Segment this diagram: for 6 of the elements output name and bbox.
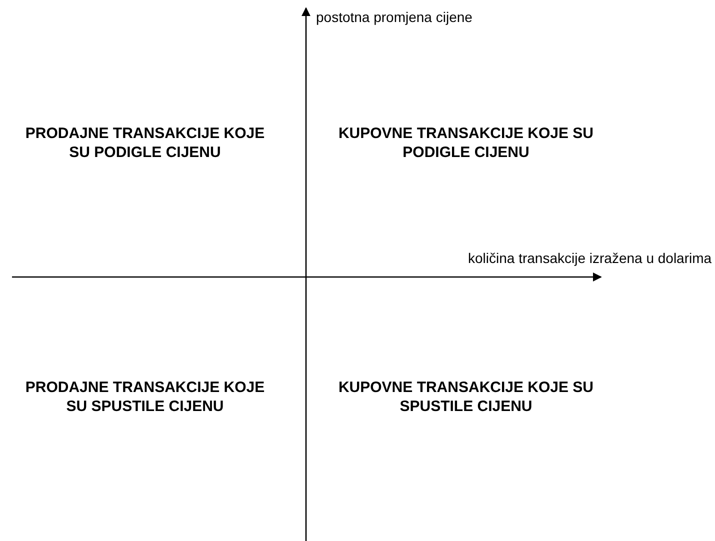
quadrant-label: PRODAJNE TRANSAKCIJE KOJE SU PODIGLE CIJENU [24, 124, 266, 162]
axis-label: količina transakcije izražena u dolarima [468, 250, 712, 266]
quadrant-label: KUPOVNE TRANSAKCIJE KOJE SU PODIGLE CIJENU [337, 124, 595, 162]
quadrant-label: PRODAJNE TRANSAKCIJE KOJE SU SPUSTILE CIJENU [24, 378, 266, 416]
axis-label: postotna promjena cijene [316, 9, 472, 25]
quadrant-label: KUPOVNE TRANSAKCIJE KOJE SU SPUSTILE CIJENU [337, 378, 595, 416]
